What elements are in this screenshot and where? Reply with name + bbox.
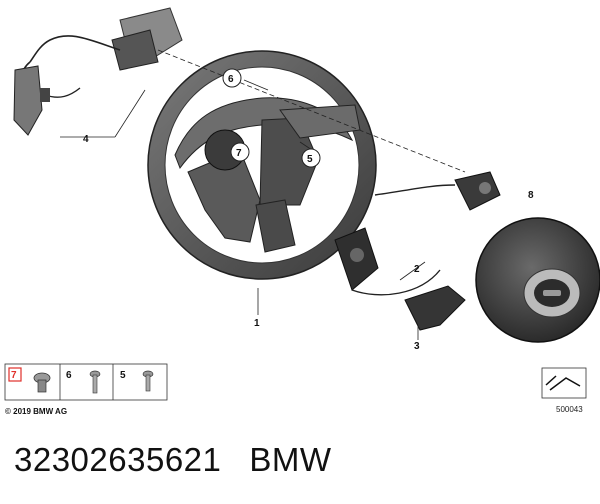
callout-7: 7: [236, 148, 242, 159]
fastener-table: 7 6 5: [4, 363, 168, 401]
callout-3: 3: [414, 341, 420, 352]
screw-icon-5: [142, 370, 154, 392]
copyright-notice: © 2019 BMW AG: [5, 407, 68, 416]
callout-8: 8: [528, 190, 534, 201]
callout-5: 5: [307, 154, 313, 165]
callout-2: 2: [414, 264, 420, 275]
callout-5-circle: [301, 148, 321, 168]
part-caption: 32302635621 BMW: [14, 441, 332, 479]
steering-switch-part: [334, 171, 501, 296]
wiring-harness-part: [13, 7, 183, 136]
callout-6: 6: [228, 74, 234, 85]
orientation-arrow-icon: [541, 367, 587, 399]
screw-icon-6: [89, 370, 101, 394]
fastener-label-6: 6: [66, 370, 72, 381]
airbag-module-part: [475, 217, 600, 343]
callout-4: 4: [83, 134, 89, 145]
callout-labels: 4 1 2 3 8 7 6 5: [83, 68, 534, 352]
trim-cover-part: [404, 285, 466, 331]
leader-lines: [60, 49, 466, 340]
fastener-label-5: 5: [120, 370, 126, 381]
exploded-parts-diagram: 4 1 2 3 8 7 6 5 7 6 5: [4, 7, 600, 401]
callout-7-circle: [230, 142, 250, 162]
part-number: 32302635621: [14, 441, 222, 478]
callout-1: 1: [254, 318, 260, 329]
steering-wheel-part: [147, 50, 377, 280]
reference-code: 500043: [556, 405, 583, 414]
callout-6-circle: [222, 68, 242, 88]
nut-bolt-icon: [33, 372, 51, 393]
highlight-box: [8, 367, 22, 382]
fastener-label-7: 7: [11, 370, 17, 381]
brand-name: BMW: [249, 441, 332, 478]
